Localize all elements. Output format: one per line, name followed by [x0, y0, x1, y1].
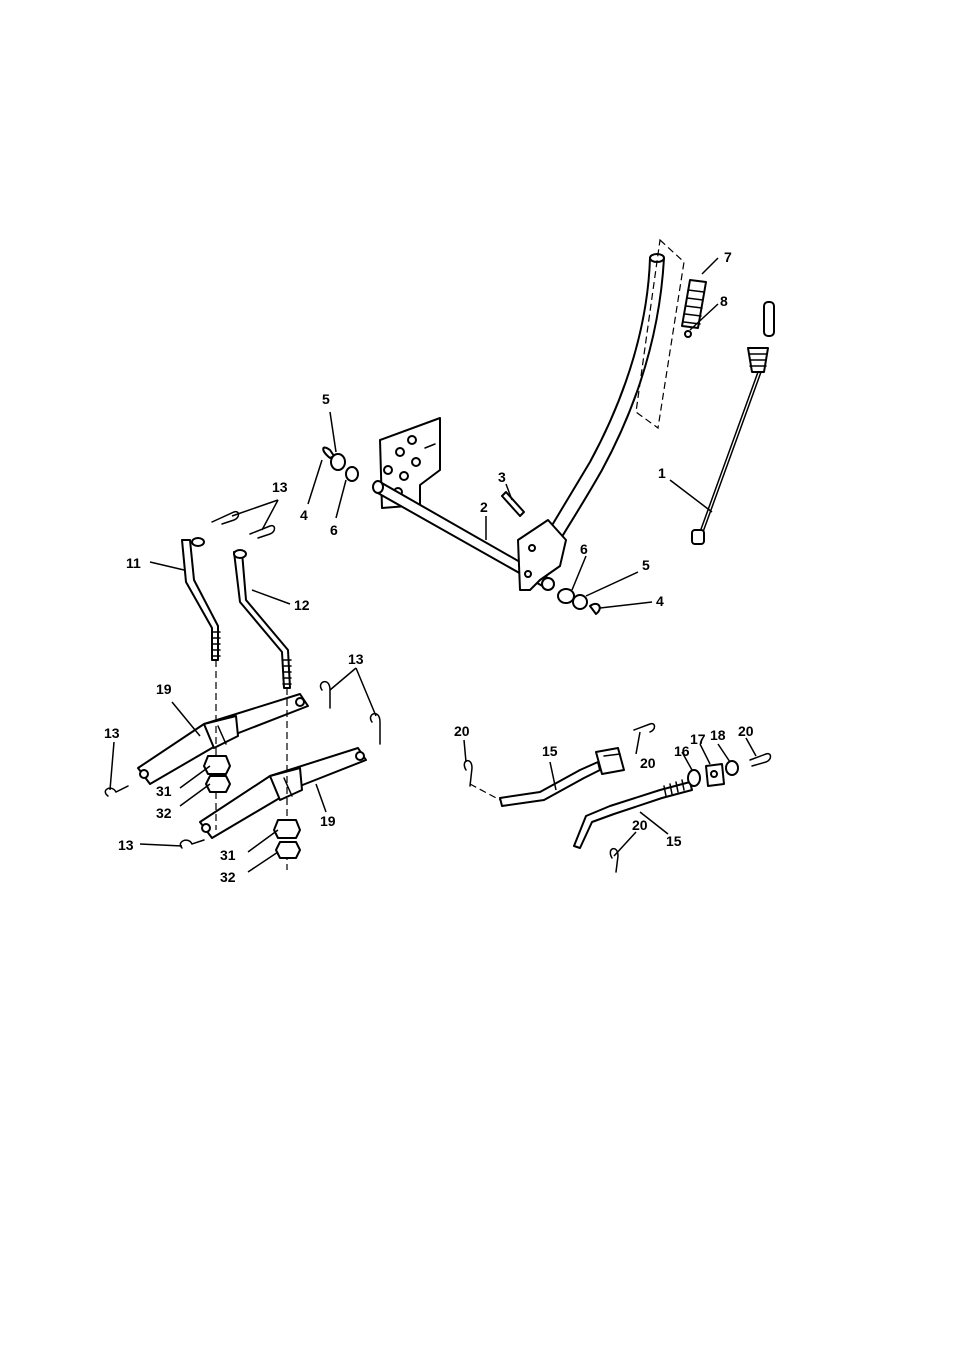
- callout-19-lower: 19: [320, 813, 336, 829]
- callout-20-mid: 20: [640, 755, 656, 771]
- callout-31-lower: 31: [220, 847, 236, 863]
- callout-2: 2: [480, 499, 488, 515]
- callout-18: 18: [710, 727, 726, 743]
- callout-6-lower: 6: [580, 541, 588, 557]
- callout-4-upper: 4: [300, 507, 308, 523]
- callout-32-lower: 32: [220, 869, 236, 885]
- nuts-upper: [204, 756, 230, 792]
- callout-13-top: 13: [272, 479, 288, 495]
- callout-32-upper: 32: [156, 805, 172, 821]
- callout-7: 7: [724, 249, 732, 265]
- handle-grip: [682, 280, 706, 337]
- callout-12: 12: [294, 597, 310, 613]
- callout-5-upper: 5: [322, 391, 330, 407]
- shaft-hardware-left: [323, 448, 358, 481]
- callout-13-bottom: 13: [118, 837, 134, 853]
- callout-15-lower: 15: [666, 833, 682, 849]
- lift-lever: [548, 240, 684, 540]
- adjustment-rod-upper: [500, 748, 624, 806]
- callout-20-right: 20: [738, 723, 754, 739]
- callout-17: 17: [690, 731, 706, 747]
- callout-20-left: 20: [454, 723, 470, 739]
- leader-lines: [110, 258, 756, 872]
- control-cable: [692, 302, 774, 544]
- callout-13-left: 13: [104, 725, 120, 741]
- callout-6-upper: 6: [330, 522, 338, 538]
- lift-link-12: [234, 550, 291, 688]
- callout-1: 1: [658, 465, 666, 481]
- callout-8: 8: [720, 293, 728, 309]
- callout-13-right: 13: [348, 651, 364, 667]
- roll-pin: [502, 492, 524, 516]
- callout-19-upper: 19: [156, 681, 172, 697]
- rod-hardware: [688, 761, 738, 786]
- callout-11: 11: [126, 555, 141, 571]
- callout-31-upper: 31: [156, 783, 172, 799]
- callout-5-lower: 5: [642, 557, 650, 573]
- callout-3: 3: [498, 469, 506, 485]
- callout-15-upper: 15: [542, 743, 558, 759]
- callout-4-lower: 4: [656, 593, 664, 609]
- callout-20-bottom: 20: [632, 817, 648, 833]
- lift-link-11: [182, 538, 220, 660]
- shaft-hardware-right: [542, 578, 600, 614]
- callout-16: 16: [674, 743, 690, 759]
